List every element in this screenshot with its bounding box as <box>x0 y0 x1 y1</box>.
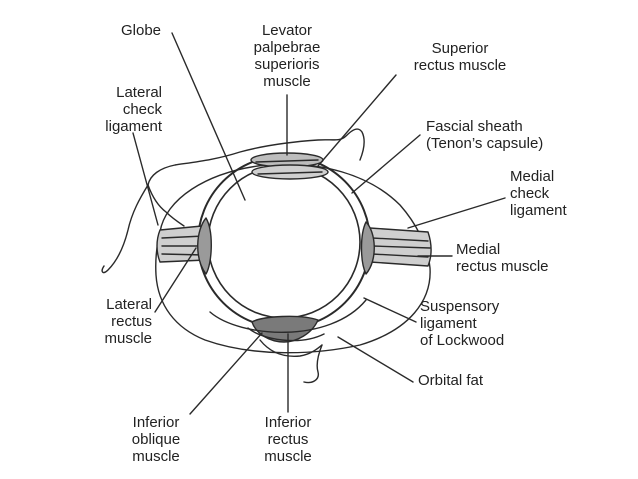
label-inferior-oblique: Inferior oblique muscle <box>116 414 196 465</box>
label-lateral-rectus-line: rectus <box>111 313 152 330</box>
label-levator-line: superioris <box>254 56 320 73</box>
label-medial-check-line: ligament <box>510 202 567 219</box>
leader-inferior-oblique <box>189 332 263 415</box>
label-medial-check: Medial check ligament <box>510 168 567 219</box>
inferior-rectus-shape <box>251 315 319 343</box>
leader-suspensory <box>363 297 417 323</box>
label-lateral-rectus-line: muscle <box>104 330 152 347</box>
label-inferior-rectus-line: muscle <box>264 448 312 465</box>
label-medial-check-line: Medial <box>510 168 555 185</box>
label-inferior-rectus: Inferior rectus muscle <box>248 414 328 465</box>
label-orbital-fat-line: Orbital fat <box>418 372 484 389</box>
label-orbital-fat: Orbital fat <box>418 372 483 389</box>
label-inferior-oblique-line: oblique <box>131 431 181 448</box>
superior-rectus-shape <box>251 164 329 180</box>
label-globe-line: Globe <box>121 22 162 39</box>
label-medial-check-line: check <box>510 185 550 202</box>
label-medial-rectus-line: Medial <box>456 241 501 258</box>
label-medial-rectus: Medial rectus muscle <box>456 241 549 275</box>
label-suspensory: Suspensory ligament of Lockwood <box>420 298 504 349</box>
label-inferior-oblique-line: Inferior <box>132 414 180 431</box>
label-fascial-sheath-line: (Tenon’s capsule) <box>426 135 544 152</box>
leader-orbital-fat <box>337 336 414 383</box>
label-levator-line: muscle <box>263 73 311 90</box>
leader-superior-rectus <box>317 74 397 167</box>
label-globe: Globe <box>121 22 161 39</box>
label-superior-rectus: Superior rectus muscle <box>395 40 525 74</box>
label-fascial-sheath: Fascial sheath (Tenon’s capsule) <box>426 118 543 152</box>
leader-medial-check <box>407 197 506 229</box>
label-suspensory-line: of Lockwood <box>420 332 505 349</box>
label-inferior-rectus-line: Inferior <box>264 414 312 431</box>
label-medial-rectus-line: rectus muscle <box>456 258 549 275</box>
leader-lateral-rectus <box>154 247 197 313</box>
label-levator-line: palpebrae <box>253 39 321 56</box>
label-lateral-check: Lateral check ligament <box>72 84 162 135</box>
label-levator-line: Levator <box>261 22 313 39</box>
label-fascial-sheath-line: Fascial sheath <box>426 118 523 135</box>
label-inferior-rectus-line: rectus <box>267 431 309 448</box>
label-suspensory-line: ligament <box>420 315 477 332</box>
label-superior-rectus-line: rectus muscle <box>413 57 507 74</box>
globe-shape <box>197 155 371 329</box>
label-inferior-oblique-line: muscle <box>132 448 180 465</box>
label-levator: Levator palpebrae superioris muscle <box>242 22 332 90</box>
leader-globe <box>171 32 246 201</box>
orbital-outline <box>147 128 365 186</box>
label-lateral-check-line: check <box>122 101 162 118</box>
label-lateral-rectus: Lateral rectus muscle <box>70 296 152 347</box>
label-suspensory-line: Suspensory <box>420 298 500 315</box>
lateral-check-outline <box>101 184 149 274</box>
label-superior-rectus-line: Superior <box>431 40 489 57</box>
leader-lateral-check <box>132 132 159 226</box>
label-lateral-check-line: ligament <box>105 118 162 135</box>
leader-fascial-sheath <box>351 134 421 194</box>
label-lateral-check-line: Lateral <box>116 84 162 101</box>
label-lateral-rectus-line: Lateral <box>106 296 152 313</box>
